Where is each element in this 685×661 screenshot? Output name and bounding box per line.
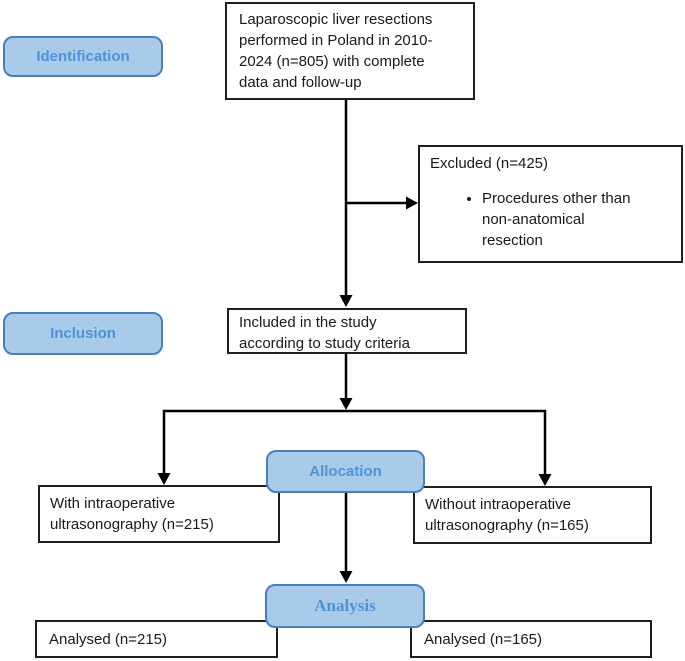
stage-label-analysis: Analysis (265, 584, 425, 628)
identification-population-text: Laparoscopic liver resections performed … (239, 11, 433, 91)
box-analysed-with: Analysed (n=215) (35, 620, 278, 658)
stage-label-inclusion: Inclusion (3, 312, 163, 355)
box-with-ultrasonography: With intraoperative ultrasonography (n=2… (38, 485, 280, 543)
included-text: Included in the study according to study… (239, 314, 410, 352)
box-excluded: Excluded (n=425) Procedures other than n… (418, 145, 683, 263)
box-included: Included in the study according to study… (227, 308, 467, 354)
box-identification-population: Laparoscopic liver resections performed … (225, 2, 475, 100)
excluded-reason-item: Procedures other than non-anatomical res… (482, 188, 640, 251)
with-ultrasonography-text: With intraoperative ultrasonography (n=2… (50, 495, 214, 533)
excluded-reasons-list: Procedures other than non-anatomical res… (430, 188, 681, 251)
excluded-title: Excluded (n=425) (430, 155, 548, 172)
without-ultrasonography-text: Without intraoperative ultrasonography (… (425, 496, 589, 534)
analysed-without-text: Analysed (n=165) (424, 631, 542, 648)
stage-label-allocation: Allocation (266, 450, 425, 493)
box-without-ultrasonography: Without intraoperative ultrasonography (… (413, 486, 652, 544)
box-analysed-without: Analysed (n=165) (410, 620, 652, 658)
analysed-with-text: Analysed (n=215) (49, 631, 167, 648)
stage-label-identification: Identification (3, 36, 163, 77)
